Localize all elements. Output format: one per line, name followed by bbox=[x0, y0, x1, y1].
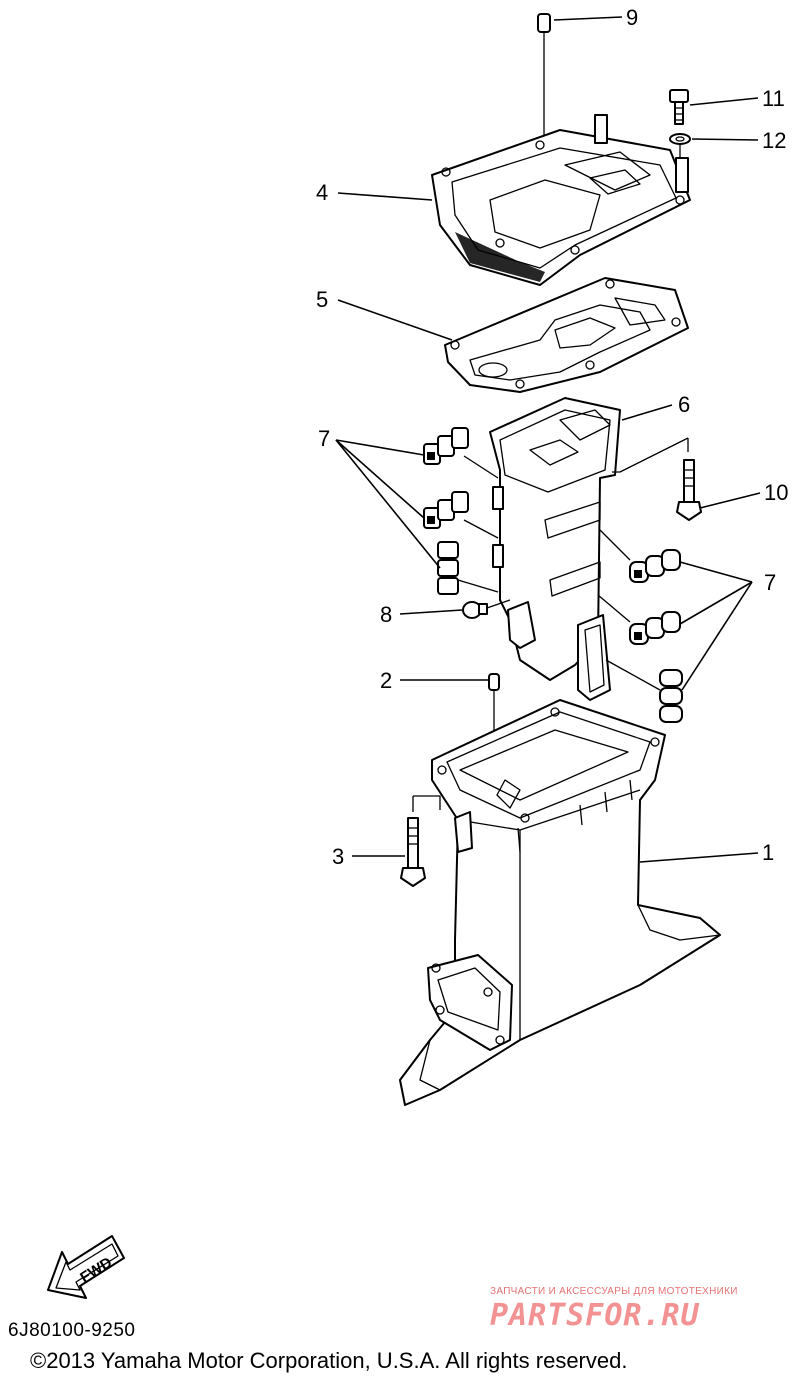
part-11-bolt bbox=[669, 89, 689, 125]
callout-8: 8 bbox=[380, 602, 392, 627]
part-5-gasket bbox=[444, 277, 689, 393]
part-1-driveshaft-housing bbox=[399, 699, 721, 1106]
fwd-arrow-icon: FWD bbox=[47, 1235, 125, 1299]
watermark-tagline: ЗАПЧАСТИ И АКСЕССУАРЫ ДЛЯ МОТОТЕХНИКИ bbox=[490, 1286, 738, 1297]
part-7-rubber-mounts-right bbox=[597, 529, 683, 723]
callout-11: 11 bbox=[762, 86, 785, 111]
callout-9: 9 bbox=[626, 5, 638, 30]
callout-1: 1 bbox=[762, 840, 774, 865]
part-7-rubber-mounts-left bbox=[423, 427, 499, 595]
callout-4: 4 bbox=[316, 180, 328, 205]
leader-lines bbox=[335, 16, 761, 863]
callout-12: 12 bbox=[762, 128, 786, 153]
part-9-dowel-pin bbox=[537, 13, 551, 150]
copyright-notice: ©2013 Yamaha Motor Corporation, U.S.A. A… bbox=[30, 1348, 628, 1373]
callout-3: 3 bbox=[332, 844, 344, 869]
callout-6: 6 bbox=[678, 392, 690, 417]
callout-2: 2 bbox=[380, 668, 392, 693]
part-8-grommet bbox=[462, 599, 511, 619]
watermark-brand: PARTSFOR.RU bbox=[490, 1298, 700, 1333]
callout-numbers: 9 11 12 4 5 6 7 10 7 8 2 3 1 bbox=[316, 5, 788, 869]
part-12-washer bbox=[669, 133, 691, 158]
part-10-bolt bbox=[612, 437, 702, 521]
callout-10: 10 bbox=[764, 480, 788, 505]
diagram-part-code: 6J80100-9250 bbox=[8, 1320, 136, 1341]
part-4-upper-casing bbox=[431, 114, 691, 286]
callout-5: 5 bbox=[316, 287, 328, 312]
part-3-bolt bbox=[400, 795, 441, 887]
callout-7-left: 7 bbox=[318, 426, 330, 451]
callout-7-right: 7 bbox=[764, 570, 776, 595]
part-6-exhaust-guide bbox=[489, 397, 621, 701]
